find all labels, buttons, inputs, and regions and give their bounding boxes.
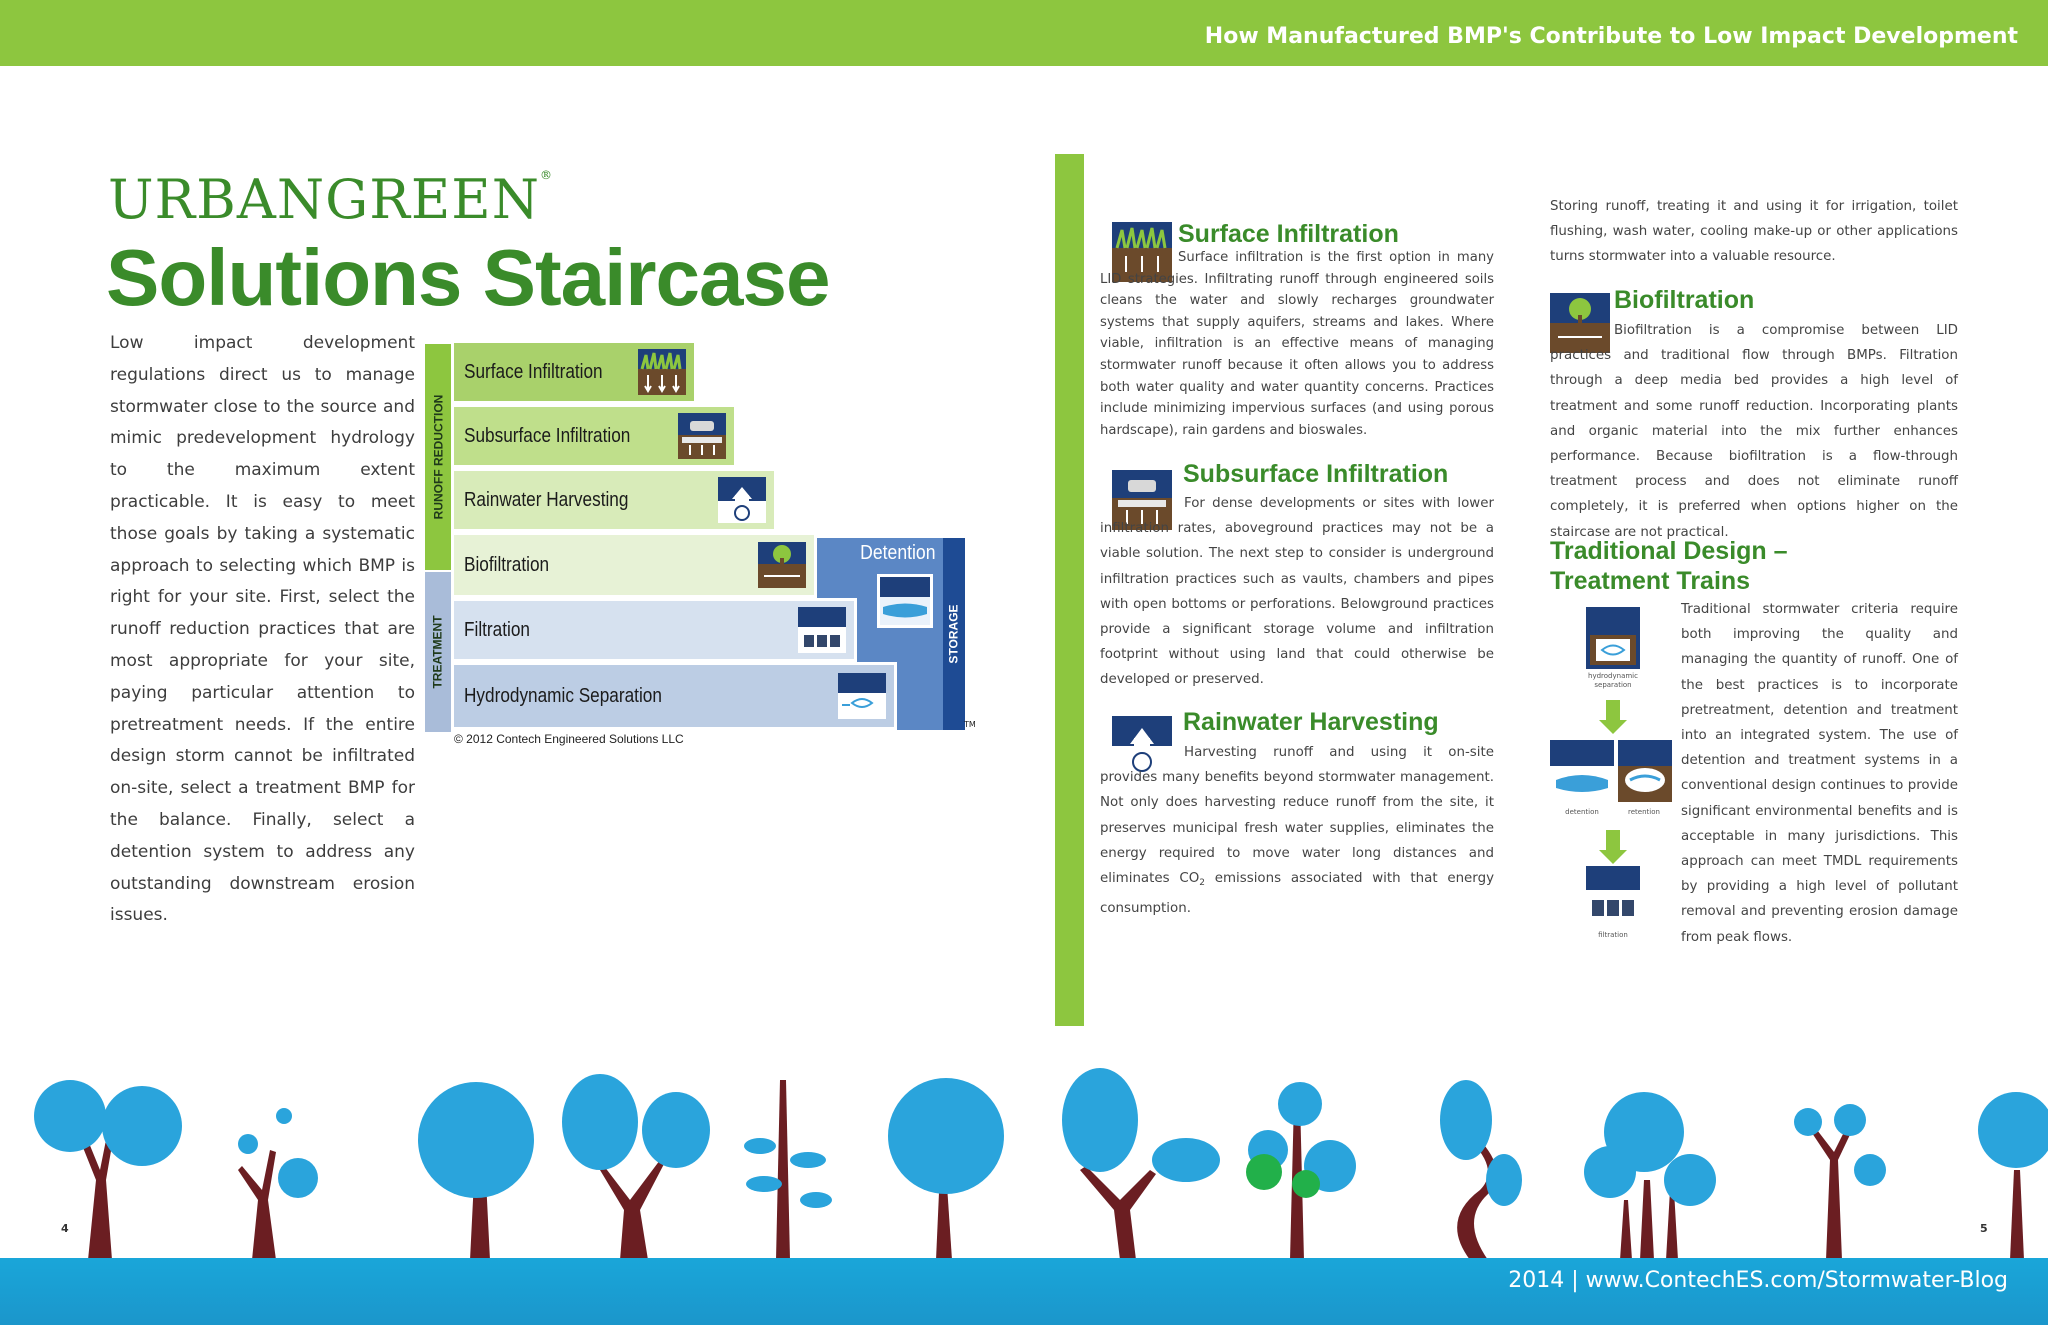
traditional-design-title: Traditional Design – Treatment Trains [1550, 536, 1788, 596]
brand-logo: URBANGREEN® [108, 168, 553, 231]
step-label: Biofiltration [464, 553, 550, 576]
flow-caption-retention: retention [1628, 808, 1660, 816]
detention-icon [877, 574, 933, 628]
biofiltration-icon [1550, 293, 1610, 353]
subsurface-infiltration-text: For dense developments or sites with low… [1100, 491, 1494, 693]
rainwater-harvesting-icon [1112, 716, 1172, 776]
storage-label: STORAGE [947, 604, 961, 664]
rainwater-harvesting-body-b: emissions associated with that energy co… [1100, 871, 1494, 917]
surface-infiltration-icon [1112, 222, 1172, 282]
step-filtration: Filtration [451, 598, 857, 662]
water-footer [0, 1258, 2048, 1325]
co2-subscript: 2 [1199, 878, 1205, 889]
retention-flow-icon [1618, 740, 1672, 802]
page-divider [1055, 154, 1084, 1026]
flow-caption-filtration: filtration [1598, 931, 1628, 939]
grass-infiltration-icon [638, 349, 686, 395]
tree-green-leaves [1246, 1154, 1320, 1198]
hydrodynamic-separation-icon [838, 673, 886, 719]
treatment-label: TREATMENT [431, 615, 446, 689]
subsurface-infiltration-title: Subsurface Infiltration [1183, 460, 1449, 488]
step-rainwater-harvesting: Rainwater Harvesting [451, 468, 777, 532]
surface-infiltration-text: Surface infiltration is the first option… [1100, 247, 1494, 441]
runoff-reduction-label: RUNOFF REDUCTION [431, 394, 446, 520]
rainwater-harvesting-body-a: Harvesting runoff and using it on-site p… [1100, 745, 1494, 887]
rainwater-harvesting-title: Rainwater Harvesting [1183, 708, 1439, 736]
trademark: TM [964, 720, 976, 729]
detention-flow-icon [1550, 740, 1614, 802]
biofiltration-title: Biofiltration [1614, 286, 1755, 314]
step-subsurface-infiltration: Subsurface Infiltration [451, 404, 737, 468]
surface-infiltration-title: Surface Infiltration [1178, 220, 1399, 248]
flow-caption-detention: detention [1565, 808, 1599, 816]
storing-runoff-text: Storing runoff, treating it and using it… [1550, 199, 1958, 265]
step-biofiltration: Biofiltration [451, 532, 817, 598]
step-surface-infiltration: Surface Infiltration [451, 340, 697, 404]
footer-text: 2014 | www.ContechES.com/Stormwater-Blog [1508, 1268, 2008, 1293]
brand-reg: ® [539, 168, 553, 182]
step-label: Hydrodynamic Separation [464, 684, 662, 707]
detention-label: Detention [860, 542, 936, 564]
trees-illustration [34, 1068, 2048, 1260]
flow-arrow-down-icon [1599, 700, 1627, 734]
filtration-flow-icon [1586, 866, 1640, 928]
header-title: How Manufactured BMP's Contribute to Low… [1204, 24, 2018, 49]
tree-biofiltration-icon [758, 542, 806, 588]
intro-paragraph: Low impact development regulations direc… [110, 333, 415, 926]
solutions-staircase: RUNOFF REDUCTION TREATMENT Detention STO… [425, 340, 985, 760]
traditional-title-line1: Traditional Design – [1550, 537, 1788, 565]
step-hydrodynamic-separation: Hydrodynamic Separation [451, 662, 897, 730]
header-bar: How Manufactured BMP's Contribute to Low… [0, 0, 2048, 66]
page-number-left: 4 [61, 1222, 69, 1235]
step-label: Surface Infiltration [464, 360, 603, 383]
storage-bar: STORAGE [943, 538, 965, 730]
rain-house-icon [718, 477, 766, 523]
staircase-copyright: © 2012 Contech Engineered Solutions LLC [454, 732, 684, 746]
step-label: Rainwater Harvesting [464, 488, 629, 511]
treatment-bar: TREATMENT [425, 572, 451, 732]
tree-leaves [34, 1068, 2048, 1208]
biofiltration-body: Biofiltration is a compromise between LI… [1550, 323, 1958, 540]
page-number-right: 5 [1980, 1222, 1988, 1235]
traditional-design-text: Traditional stormwater criteria require … [1681, 602, 1958, 945]
surface-infiltration-body: Surface infiltration is the first option… [1100, 250, 1494, 438]
page-title: Solutions Staircase [106, 233, 830, 322]
traditional-title-line2: Treatment Trains [1550, 567, 1751, 595]
biofiltration-text: Biofiltration is a compromise between LI… [1550, 318, 1958, 545]
flow-caption-hydrodynamic: hydrodynamic separation [1588, 672, 1638, 689]
rainwater-harvesting-text: Harvesting runoff and using it on-site p… [1100, 740, 1494, 921]
subsurface-infiltration-icon [1112, 470, 1172, 530]
tree-trunks [72, 1080, 2024, 1260]
filtration-icon [798, 607, 846, 653]
flow-arrow-down-icon [1599, 830, 1627, 864]
step-label: Subsurface Infiltration [464, 424, 631, 447]
runoff-reduction-bar: RUNOFF REDUCTION [425, 344, 451, 570]
step-label: Filtration [464, 618, 530, 641]
car-parking-icon [678, 413, 726, 459]
subsurface-infiltration-body: For dense developments or sites with low… [1100, 496, 1494, 688]
brand-name: URBANGREEN [108, 168, 540, 231]
hydrodynamic-flow-icon [1586, 607, 1640, 669]
